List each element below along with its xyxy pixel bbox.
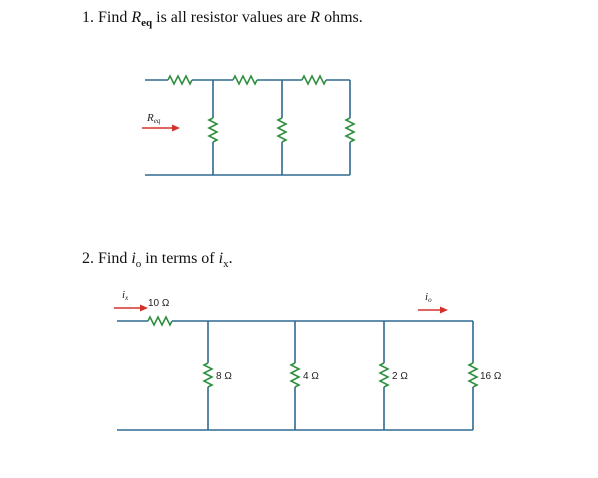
resistor-16-ohm bbox=[467, 362, 479, 388]
req-label: Req bbox=[146, 112, 161, 125]
c1-shunt-resistor-3 bbox=[344, 117, 356, 143]
io-subscript: o bbox=[135, 258, 142, 271]
ix-arrowhead bbox=[140, 304, 148, 312]
c1-series-resistor-1 bbox=[167, 74, 193, 86]
problem-2-text-middle: in terms of bbox=[145, 250, 215, 267]
req-subscript: eq bbox=[141, 17, 153, 30]
io-arrowhead bbox=[440, 306, 448, 314]
r-value-symbol: R bbox=[310, 9, 321, 26]
resistor-8-ohm bbox=[202, 362, 214, 388]
problem-2-text-after: . bbox=[228, 250, 233, 267]
resistor-10-ohm-label: 10 Ω bbox=[148, 298, 170, 309]
req-symbol: R bbox=[131, 9, 142, 26]
problem-1-text-before: Find bbox=[98, 9, 128, 26]
resistor-16-ohm-label: 16 Ω bbox=[480, 371, 502, 382]
c1-series-resistor-2 bbox=[232, 74, 258, 86]
resistor-2-ohm bbox=[378, 362, 390, 388]
io-symbol: i bbox=[131, 250, 136, 267]
ix-label: ix bbox=[122, 289, 129, 302]
resistor-8-ohm-label: 8 Ω bbox=[216, 371, 232, 382]
ix-symbol: i bbox=[218, 250, 224, 267]
c1-series-resistor-3 bbox=[301, 74, 327, 86]
c1-shunt-resistor-2 bbox=[276, 117, 288, 143]
problem-1-statement: 1. Find Req is all resistor values are R… bbox=[82, 9, 363, 29]
resistor-4-ohm bbox=[289, 362, 301, 388]
problem-1-text-after: ohms. bbox=[324, 9, 363, 26]
problem-1-number: 1. bbox=[82, 9, 94, 26]
problem-2-statement: 2. Find io in terms of ix. bbox=[82, 250, 233, 270]
ix-subscript: x bbox=[223, 258, 229, 271]
resistor-10-ohm bbox=[147, 315, 173, 327]
resistor-2-ohm-label: 2 Ω bbox=[392, 371, 408, 382]
req-arrowhead bbox=[172, 124, 180, 132]
resistor-4-ohm-label: 4 Ω bbox=[303, 371, 319, 382]
io-label: io bbox=[425, 291, 432, 304]
c1-shunt-resistor-1 bbox=[207, 117, 219, 143]
circuit-2: ix 10 Ω io 8 Ω 4 Ω 2 Ω 16 Ω bbox=[114, 289, 502, 431]
problem-2-number: 2. bbox=[82, 250, 94, 267]
problem-2-text-before: Find bbox=[98, 250, 128, 267]
circuit-1: Req bbox=[142, 74, 356, 176]
problem-1-text-middle: is all resistor values are bbox=[156, 9, 307, 26]
